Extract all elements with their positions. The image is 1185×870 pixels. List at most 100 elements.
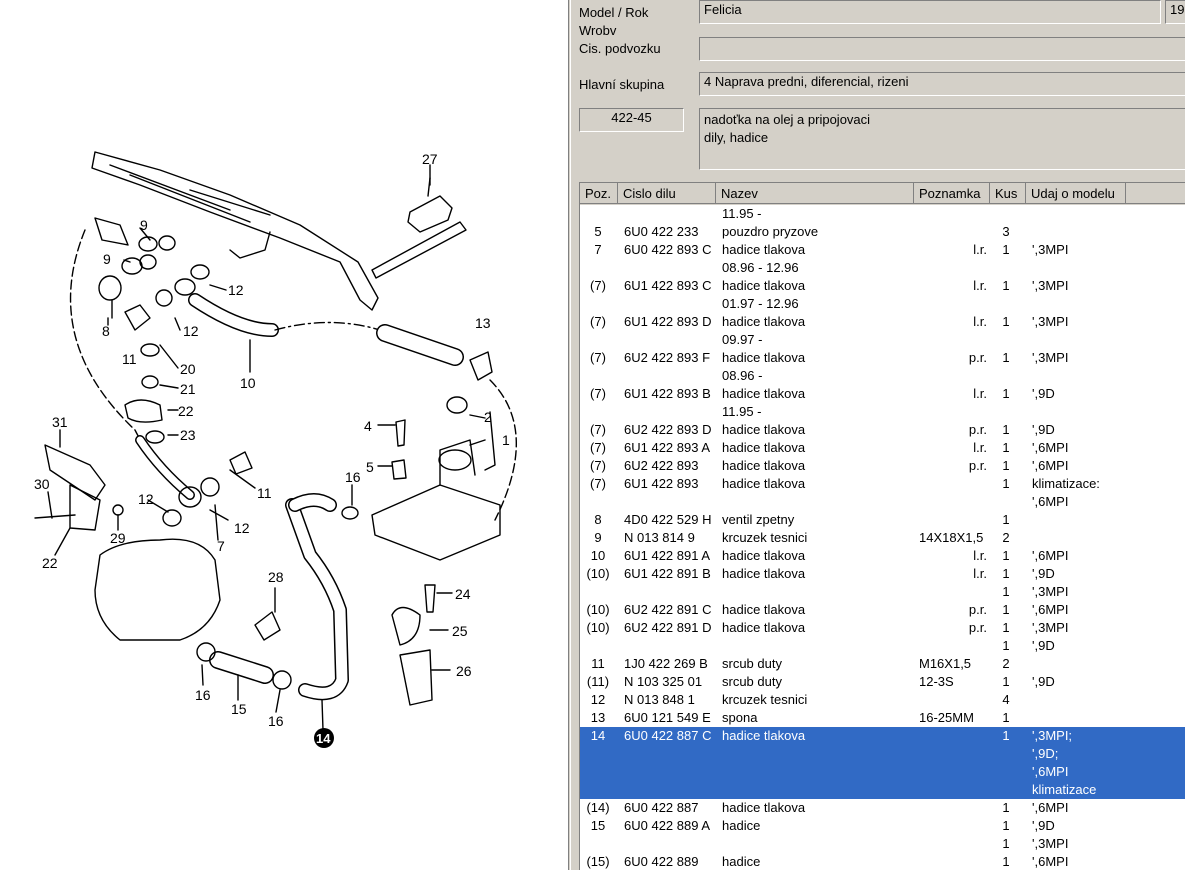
cell-kus: 1 [1002, 350, 1010, 365]
callout-12d[interactable]: 12 [234, 520, 250, 536]
callout-11b[interactable]: 11 [257, 485, 272, 501]
callout-8[interactable]: 8 [102, 323, 110, 339]
callout-16a[interactable]: 16 [345, 469, 361, 485]
callout-2[interactable]: 2 [484, 409, 492, 425]
callout-7[interactable]: 7 [217, 538, 225, 554]
parts-diagram[interactable]: 27 9 9 12 12 8 11 20 21 10 13 22 23 31 4… [0, 0, 570, 870]
callout-14[interactable]: 14 [316, 731, 331, 746]
table-row[interactable]: 09.97 - [580, 331, 1185, 349]
callout-10[interactable]: 10 [240, 375, 256, 391]
callout-21[interactable]: 21 [180, 381, 196, 397]
callout-5[interactable]: 5 [366, 459, 374, 475]
cell-poznamka: p.r. [968, 422, 987, 437]
cell-poz: (11) [586, 674, 610, 689]
callout-9a[interactable]: 9 [140, 217, 148, 233]
cell-udaj: klimatizace: [1032, 476, 1100, 491]
col-header-kus[interactable]: Kus [990, 183, 1026, 204]
callout-24[interactable]: 24 [455, 586, 471, 602]
table-row[interactable]: 11.95 - [580, 403, 1185, 421]
table-row[interactable]: 08.96 - 12.96 [580, 259, 1185, 277]
callout-1[interactable]: 1 [502, 432, 510, 448]
callout-16b[interactable]: 16 [195, 687, 211, 703]
col-header-nazev[interactable]: Nazev [716, 183, 914, 204]
callout-28[interactable]: 28 [268, 569, 284, 585]
callout-22a[interactable]: 22 [178, 403, 194, 419]
year-field[interactable]: 19 [1165, 0, 1185, 24]
main-group-field[interactable]: 4 Naprava predni, diferencial, rizeni [699, 72, 1185, 96]
callout-26[interactable]: 26 [456, 663, 472, 679]
callout-9b[interactable]: 9 [103, 251, 111, 267]
col-header-cislo[interactable]: Cislo dilu [618, 183, 716, 204]
chassis-field[interactable] [699, 37, 1185, 61]
callout-15[interactable]: 15 [231, 701, 247, 717]
panel-splitter[interactable] [568, 0, 571, 870]
cell-poznamka: l.r. [973, 386, 987, 401]
col-header-udaj[interactable]: Udaj o modelu [1026, 183, 1126, 204]
callout-4[interactable]: 4 [364, 418, 372, 434]
table-row[interactable]: 1',3MPI [580, 583, 1185, 601]
callout-31[interactable]: 31 [52, 414, 68, 430]
callout-25[interactable]: 25 [452, 623, 468, 639]
cell-cislo: 1J0 422 269 B [624, 656, 708, 671]
cell-nazev: hadice tlakova [722, 440, 806, 455]
subgroup-code-field[interactable]: 422-45 [579, 108, 684, 132]
callout-22b[interactable]: 22 [42, 555, 58, 571]
cell-udaj: ',3MPI [1032, 278, 1069, 293]
cell-udaj: ',3MPI [1032, 836, 1069, 851]
cell-nazev: 11.95 - [722, 206, 762, 221]
table-row[interactable]: 1',9D [580, 637, 1185, 655]
callout-30[interactable]: 30 [34, 476, 50, 492]
col-header-poznamka[interactable]: Poznamka [914, 183, 990, 204]
model-field[interactable]: Felicia [699, 0, 1161, 24]
table-row[interactable]: 1',3MPI [580, 835, 1185, 853]
callout-12b[interactable]: 12 [183, 323, 199, 339]
callout-29[interactable]: 29 [110, 530, 126, 546]
cell-poznamka: 14X18X1,5 [919, 530, 984, 545]
callout-13[interactable]: 13 [475, 315, 491, 331]
table-row[interactable]: 01.97 - 12.96 [580, 295, 1185, 313]
callout-23[interactable]: 23 [180, 427, 196, 443]
table-row[interactable]: 08.96 - [580, 367, 1185, 385]
callout-12c[interactable]: 12 [138, 491, 154, 507]
callout-16c[interactable]: 16 [268, 713, 284, 729]
table-row[interactable]: 11.95 - [580, 205, 1185, 223]
callout-20[interactable]: 20 [180, 361, 196, 377]
table-row-line: 01.97 - 12.96 [580, 295, 1185, 313]
callout-12a[interactable]: 12 [228, 282, 244, 298]
callout-11a[interactable]: 11 [122, 351, 137, 367]
cell-udaj: ',9D [1032, 818, 1055, 833]
cell-poznamka: 16-25MM [919, 710, 974, 725]
parts-table[interactable]: Poz. Cislo dilu Nazev Poznamka Kus Udaj … [579, 182, 1185, 870]
col-header-poz[interactable]: Poz. [580, 183, 618, 204]
cell-cislo: 6U0 422 233 [624, 224, 699, 239]
callout-27[interactable]: 27 [422, 151, 438, 167]
